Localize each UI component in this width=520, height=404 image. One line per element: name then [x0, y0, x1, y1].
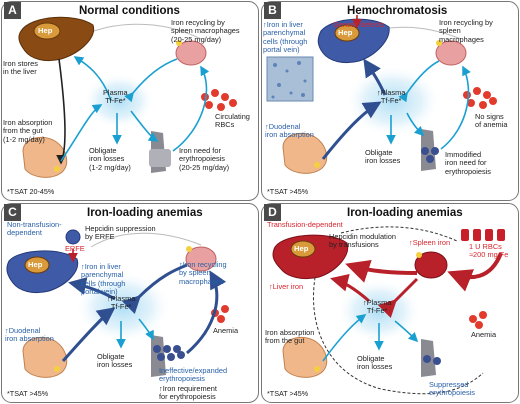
tsat-note: *TSAT >45% — [7, 389, 49, 398]
panel-c: C Iron-loading anemias Non-transfusion-d… — [1, 203, 259, 403]
panel-letter: A — [4, 2, 21, 19]
panel-letter: D — [264, 204, 281, 221]
panel-letter: B — [264, 2, 281, 19]
marrow-cells — [421, 147, 439, 163]
panel-b-diagram — [261, 1, 519, 201]
tsat-note: *TSAT 20-45% — [7, 187, 55, 196]
erfe-label: ERFE — [65, 244, 85, 253]
transfusion-dependent-label: Transfusion-dependent — [267, 220, 343, 229]
panel-a-diagram — [1, 1, 259, 201]
panel-title: Hemochromatosis — [347, 5, 448, 17]
hepatocyte-label: Hep — [294, 244, 309, 253]
panel-d-diagram — [261, 203, 519, 403]
rbc-units-label: 1 U RBCs≈200 mg Fe — [469, 242, 509, 260]
spleen-icon — [435, 40, 467, 66]
tsat-note: *TSAT >45% — [267, 187, 309, 196]
panel-title: Iron-loading anemias — [87, 207, 203, 219]
panel-b: B Hemochromatosis Genetic defects Hep ↑I… — [261, 1, 519, 201]
rbc-group — [469, 311, 487, 329]
hepatocyte-label: Hep — [338, 28, 353, 37]
spleen-iron-label: ↑Spleen iron — [409, 238, 451, 247]
panel-title: Iron-loading anemias — [347, 207, 463, 219]
transfusion-bag-icon — [461, 229, 505, 241]
tsat-note: *TSAT >45% — [267, 389, 309, 398]
panel-letter: C — [4, 204, 21, 221]
spleen-icon — [175, 40, 207, 66]
marrow-cells — [423, 355, 441, 365]
spleen-icon — [185, 246, 217, 272]
plasma-glow — [345, 65, 441, 137]
panel-title: Normal conditions — [79, 5, 180, 17]
anemia-label: Anemia — [213, 326, 239, 335]
genetic-defects-label: Genetic defects — [333, 20, 385, 29]
anemia-label: Anemia — [471, 330, 497, 339]
spleen-icon — [414, 251, 448, 279]
hepcidin-icon — [65, 229, 81, 245]
marrow-cells — [153, 345, 185, 361]
liver-iron-label: ↑Liver iron — [269, 282, 304, 291]
panel-d: D Iron-loading anemias Transfusion-depen… — [261, 203, 519, 403]
liver-icon — [18, 16, 95, 62]
plasma-glow — [83, 73, 155, 129]
hepatocyte-label: Hep — [38, 26, 53, 35]
non-transfusion-label: Non-transfusion-dependent — [7, 220, 62, 238]
panel-c-diagram — [1, 203, 259, 403]
hepatocyte-label: Hep — [28, 260, 43, 269]
